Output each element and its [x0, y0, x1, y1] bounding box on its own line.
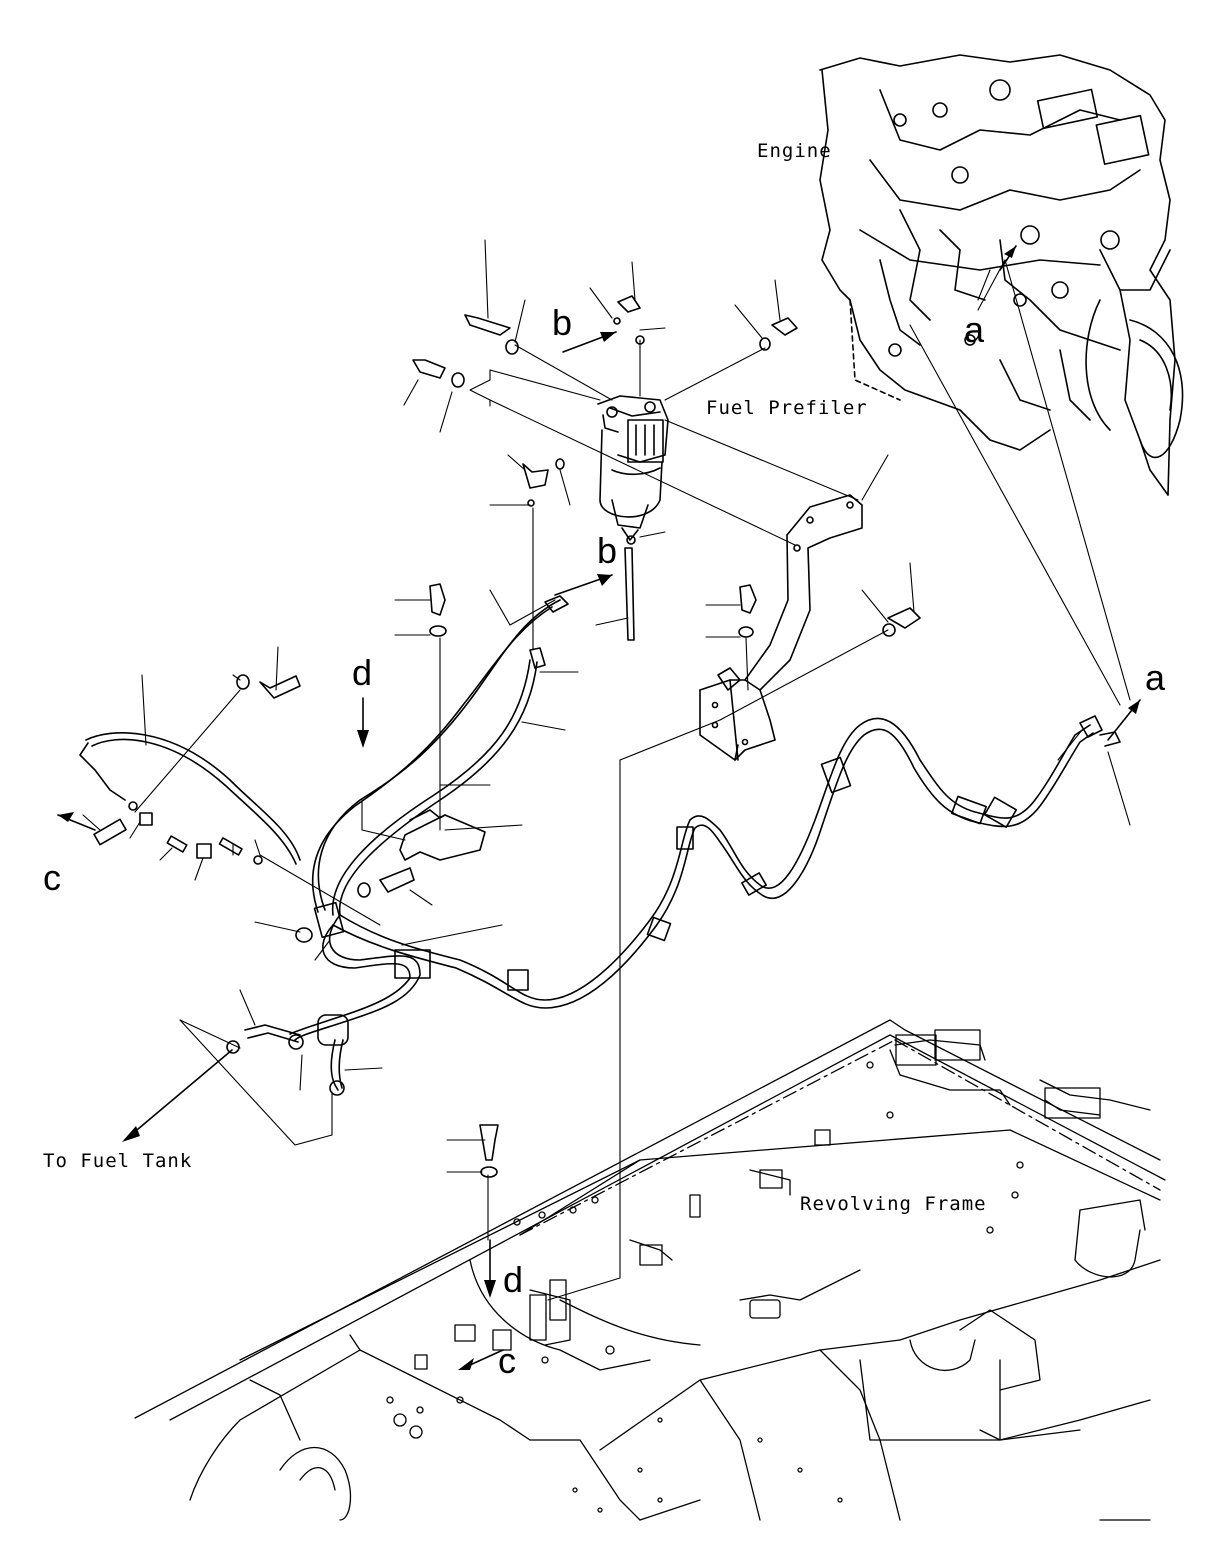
- ref-a-engine: a: [964, 309, 985, 350]
- ref-c-left: c: [43, 857, 61, 898]
- engine-label: Engine: [757, 140, 832, 162]
- revolving-frame-label: Revolving Frame: [800, 1193, 987, 1215]
- ref-b-middle: b: [597, 530, 618, 571]
- ref-d-bottom: d: [503, 1259, 524, 1300]
- fuel-prefilter-drawing: [597, 395, 669, 541]
- return-hose-drawing: [79, 732, 301, 865]
- fuel-hoses-drawing: [226, 599, 1121, 1096]
- ref-a-hose: a: [1145, 657, 1166, 698]
- ref-c-bottom: c: [498, 1340, 516, 1381]
- leader-lines: [82, 239, 1131, 1301]
- mounting-bracket-drawing: [699, 494, 863, 761]
- revolving-frame-drawing: [134, 1019, 1166, 1521]
- fuel-prefilter-label: Fuel Prefiler: [706, 397, 868, 419]
- fasteners-drawing: [236, 295, 921, 1178]
- engine-drawing: [819, 54, 1184, 496]
- ref-b-top: b: [552, 302, 573, 343]
- arrow-heads: [58, 246, 1140, 1370]
- to-fuel-tank-label: To Fuel Tank: [43, 1150, 193, 1172]
- ref-d-top: d: [352, 652, 373, 693]
